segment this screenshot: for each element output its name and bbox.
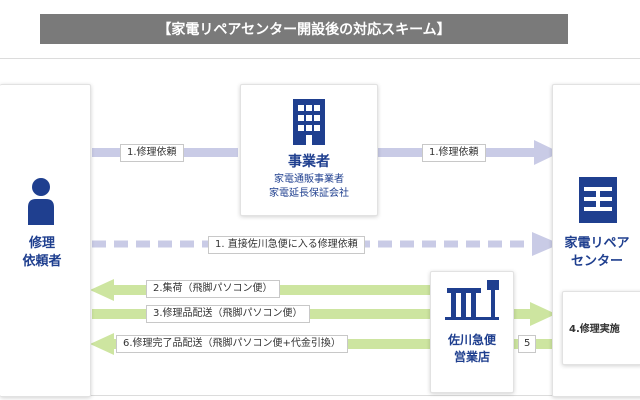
business-line2: 家電延長保証会社 [269, 188, 349, 199]
label-request-right: 1.修理依頼 [422, 144, 486, 162]
label-request-left: 1.修理依頼 [120, 144, 184, 162]
sagawa-label-line2: 営業店 [453, 350, 490, 364]
business-box: 事業者 家電通販事業者 家電延長保証会社 [240, 84, 378, 216]
label-direct-request: 1. 直接佐川急便に入る修理依頼 [208, 236, 365, 254]
page-title: 【家電リペアセンター開設後の対応スキーム】 [40, 14, 568, 44]
business-title: 事業者 [288, 154, 330, 170]
label-repair-delivery: 3.修理品配送（飛脚パソコン便） [146, 305, 310, 323]
requester-label-line1: 修理 [28, 236, 55, 251]
arrow-repair-delivery [92, 302, 556, 326]
requester-box: 修理 依頼者 [0, 84, 91, 397]
scheme-diagram: 修理 依頼者 事業者 家電通販事業者 家電延長保証会社 [0, 58, 640, 397]
repair-center-building-icon [579, 177, 617, 223]
person-icon [28, 178, 54, 225]
label-return-delivery: 6.修理完了品配送（飛脚パソコン便+代金引換） [116, 335, 348, 353]
label-pickup: 2.集荷（飛脚パソコン便） [146, 280, 280, 298]
repair-center-label-line1: 家電リペア [564, 236, 630, 251]
building-icon [293, 99, 325, 145]
requester-label-line2: 依頼者 [22, 254, 62, 269]
repair-work-box: 4.修理実施 [562, 291, 640, 365]
repair-work-label: 4.修理実施 [569, 324, 620, 335]
label-step5: 5 [518, 335, 537, 353]
repair-center-label-line2: センター [570, 254, 623, 269]
sagawa-label-line1: 佐川急便 [447, 333, 496, 347]
business-line1: 家電通販事業者 [274, 174, 344, 185]
sagawa-box: 佐川急便 営業店 [430, 271, 514, 393]
shop-icon [445, 280, 499, 320]
